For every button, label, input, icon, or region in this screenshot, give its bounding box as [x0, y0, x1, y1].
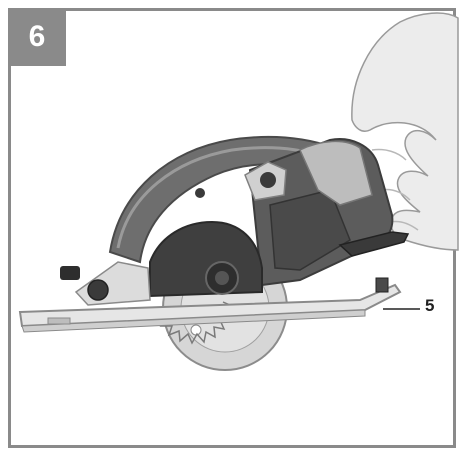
front-knob — [87, 279, 109, 301]
step-number-badge: 6 — [8, 8, 66, 66]
hand — [351, 12, 459, 251]
plate-slot — [47, 317, 71, 325]
lower-guard — [149, 220, 263, 298]
front-bracket — [74, 261, 151, 306]
base-plate-edge — [21, 309, 366, 333]
release-lever — [338, 231, 410, 257]
lever-tab — [375, 277, 389, 293]
handle-grey — [299, 140, 373, 206]
front-lever — [60, 266, 80, 280]
guard-screw — [195, 188, 205, 198]
housing-panel — [269, 189, 351, 271]
callout-label: 5 — [425, 296, 435, 315]
top-clamp-knob — [260, 172, 276, 188]
